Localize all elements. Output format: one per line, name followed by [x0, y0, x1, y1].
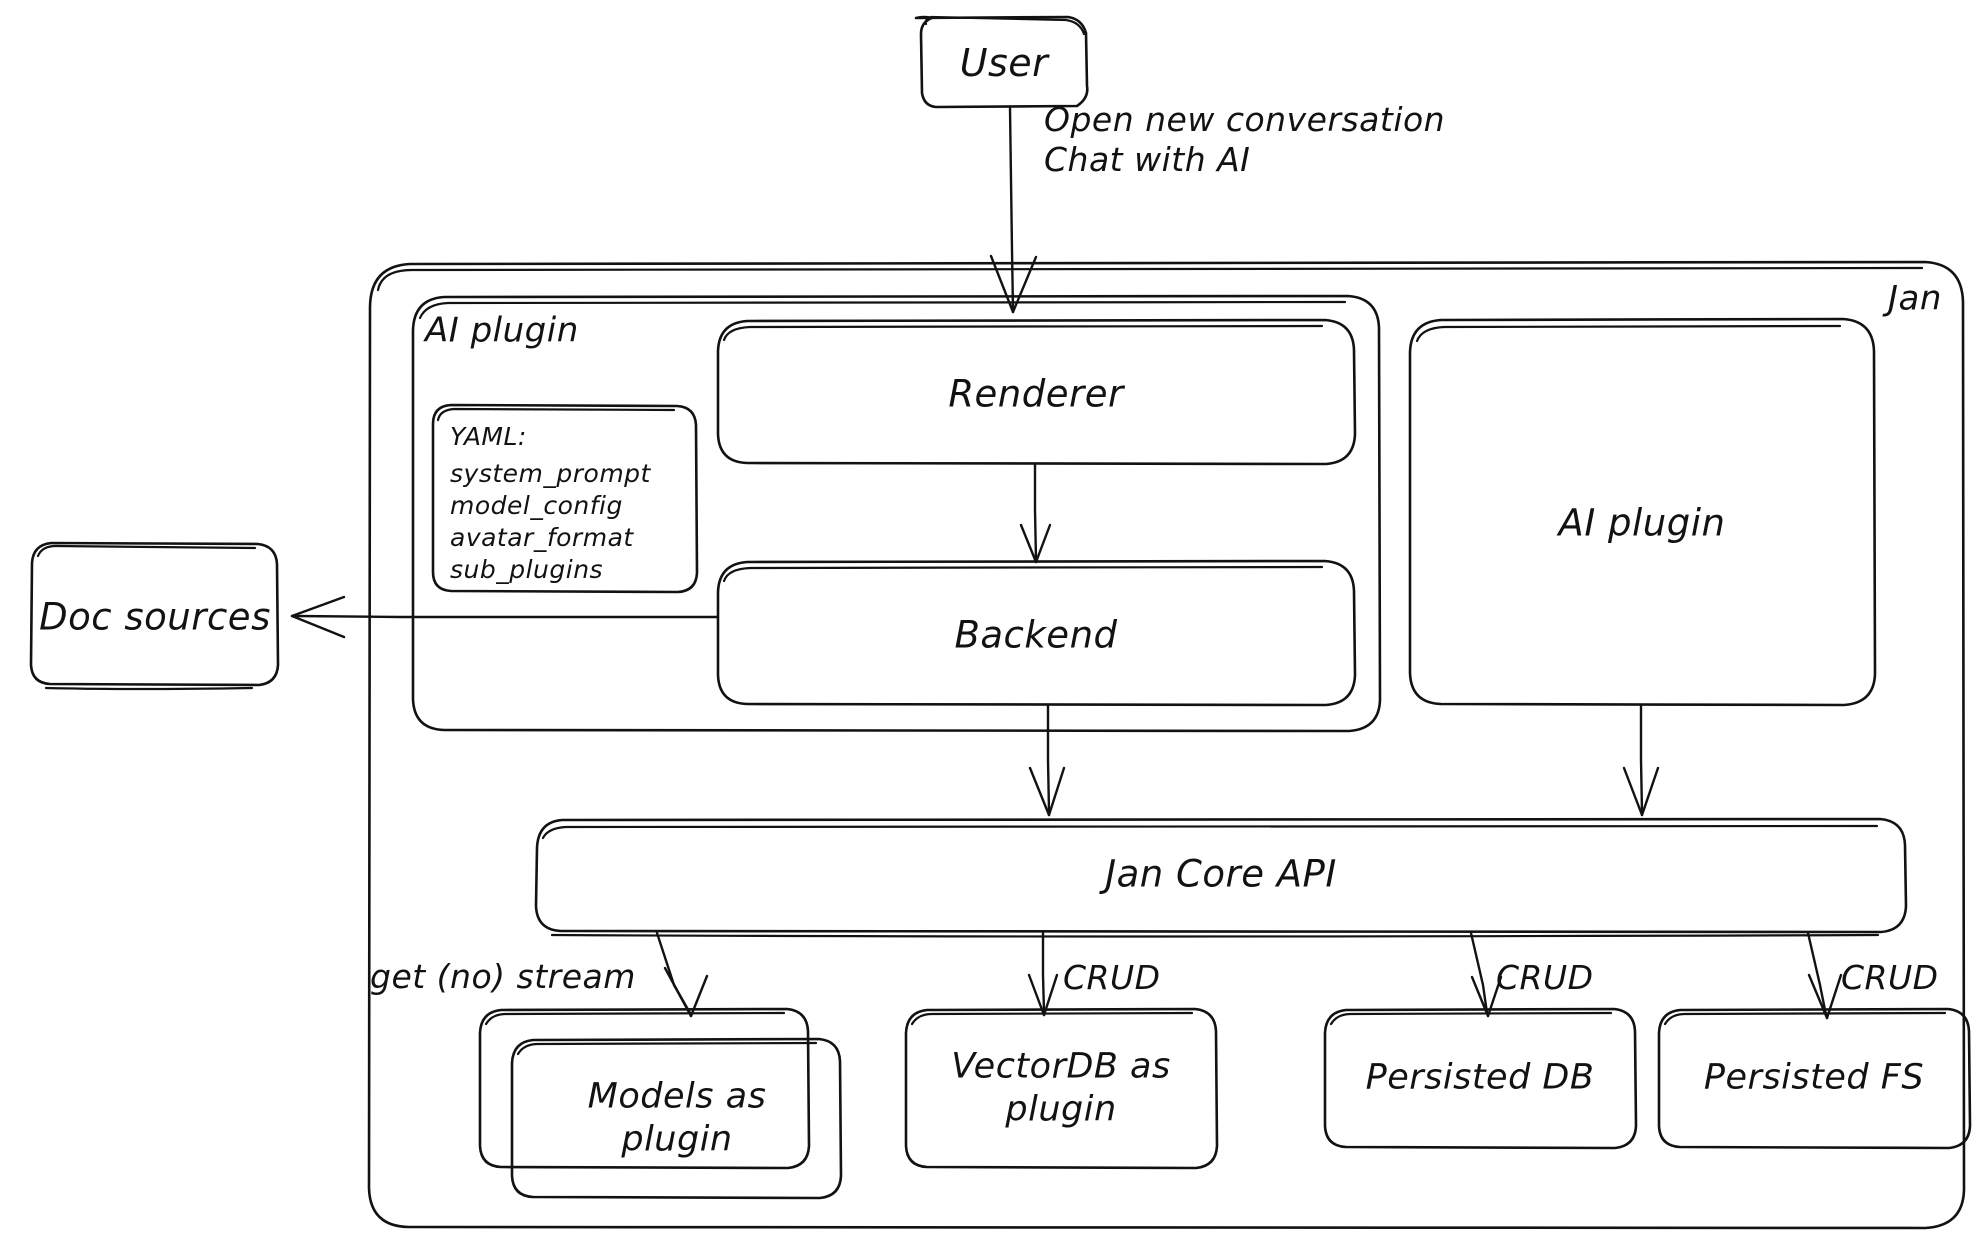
node-renderer-label: Renderer	[948, 372, 1124, 416]
node-yaml-note-line-3: sub_plugins	[450, 554, 604, 584]
edge-core-to-vectordb-arrow	[1027, 931, 1059, 1017]
node-doc-sources-label: Doc sources	[39, 595, 271, 639]
node-models-plugin-label: Models as plugin	[587, 1076, 767, 1159]
node-vectordb-plugin-label: VectorDB as plugin	[951, 1046, 1171, 1129]
node-yaml-note-line-0: system_prompt	[450, 458, 651, 488]
edge-renderer-to-backend-arrow	[1019, 462, 1052, 564]
edge-core-to-persisted-db-label: CRUD	[1496, 957, 1594, 997]
edge-backend-to-doc-sources-arrow	[290, 595, 720, 639]
node-yaml-note-line-1: model_config	[450, 490, 623, 520]
node-yaml-note-head: YAML:	[450, 421, 527, 451]
node-ai-plugin-group-label: AI plugin	[425, 310, 579, 351]
node-persisted-db-label: Persisted DB	[1365, 1057, 1595, 1098]
node-jan-container-label: Jan	[1888, 278, 1942, 319]
edge-user-to-renderer-arrow	[989, 106, 1038, 314]
node-user-label: User	[959, 40, 1049, 85]
node-ai-plugin-right-label: AI plugin	[1558, 501, 1726, 545]
edge-core-to-persisted-fs-arrow	[1806, 931, 1843, 1020]
edge-backend-to-core-arrow	[1028, 704, 1066, 817]
node-jan-core-api-label: Jan Core API	[1105, 852, 1337, 896]
node-persisted-fs-label: Persisted FS	[1703, 1057, 1925, 1098]
edge-ai-plugin-to-core-arrow	[1622, 704, 1660, 817]
node-yaml-note-line-2: avatar_format	[450, 522, 634, 552]
edge-core-to-models-label: get (no) stream	[370, 956, 636, 996]
edge-core-to-persisted-fs-label: CRUD	[1841, 957, 1939, 997]
edge-core-to-vectordb-label: CRUD	[1063, 957, 1161, 997]
edge-user-to-renderer-label: Open new conversation Chat with AI	[1044, 99, 1446, 179]
edge-core-to-models-arrow	[655, 931, 709, 1018]
node-backend-label: Backend	[954, 613, 1118, 657]
